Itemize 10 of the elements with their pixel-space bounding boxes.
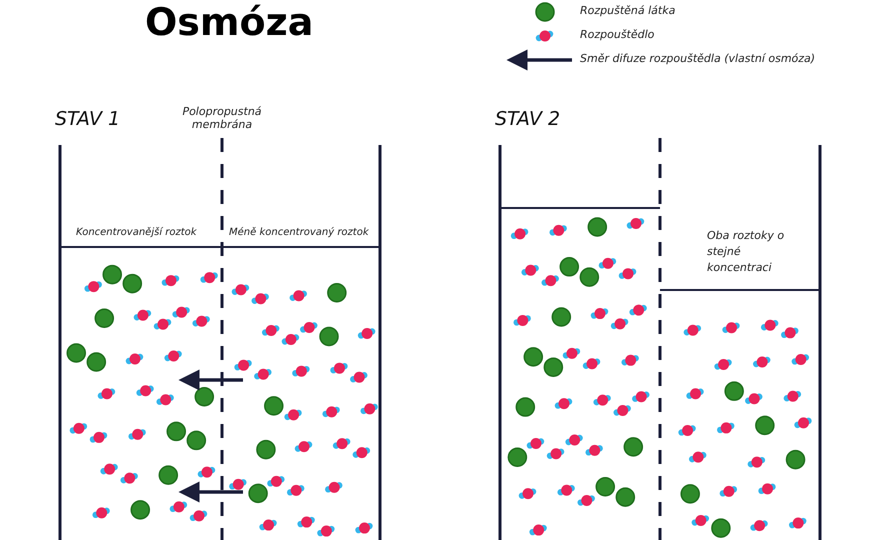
- legend-label: Rozpuštěná látka: [580, 4, 676, 17]
- solution-label: Oba roztoky o stejné koncentraci: [707, 228, 786, 276]
- legend-label: Rozpouštědlo: [580, 28, 654, 41]
- state-heading: STAV 1: [55, 108, 120, 130]
- solution-label: Méně koncentrovaný roztok: [229, 227, 369, 238]
- membrane-label: Polopropustná membrána: [181, 105, 263, 131]
- state-heading: STAV 2: [495, 108, 560, 130]
- solution-label: Koncentrovanější roztok: [76, 227, 197, 238]
- title: Osmóza: [145, 0, 314, 44]
- legend-label: Směr difuze rozpouštědla (vlastní osmóza): [580, 52, 816, 65]
